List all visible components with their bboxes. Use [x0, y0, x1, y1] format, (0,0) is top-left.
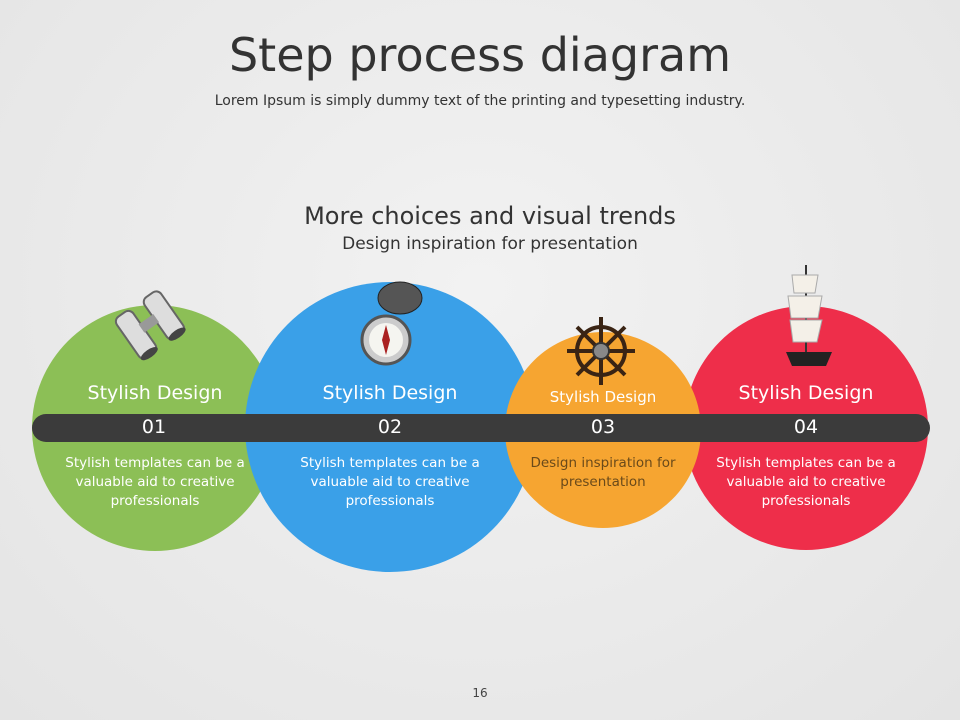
page-number: 16 [472, 686, 488, 700]
section-title: More choices and visual trends [304, 202, 676, 230]
step-2-title: Stylish Design [322, 382, 458, 404]
ship-wheel-icon [567, 317, 635, 385]
step-1-description: Stylish templates can be a valuable aid … [65, 455, 245, 509]
step-4-title: Stylish Design [738, 382, 874, 404]
section-subtitle: Design inspiration for presentation [342, 234, 638, 254]
page-title: Step process diagram [228, 28, 732, 82]
step-1-number: 01 [141, 416, 167, 438]
step-3-description: Design inspiration for presentation [530, 455, 676, 490]
page-subtitle: Lorem Ipsum is simply dummy text of the … [214, 93, 746, 109]
step-3-number: 03 [590, 416, 616, 438]
timeline-bar [32, 414, 930, 442]
step-3-title: Stylish Design [549, 388, 657, 406]
compass-icon [360, 281, 423, 366]
step-4-description: Stylish templates can be a valuable aid … [716, 455, 896, 509]
step-2-number: 02 [377, 416, 403, 438]
step-4-number: 04 [793, 416, 819, 438]
binoculars-icon [114, 290, 186, 361]
step-1-title: Stylish Design [87, 382, 223, 404]
step-2-description: Stylish templates can be a valuable aid … [300, 455, 480, 509]
sailing-ship-icon [786, 265, 832, 366]
